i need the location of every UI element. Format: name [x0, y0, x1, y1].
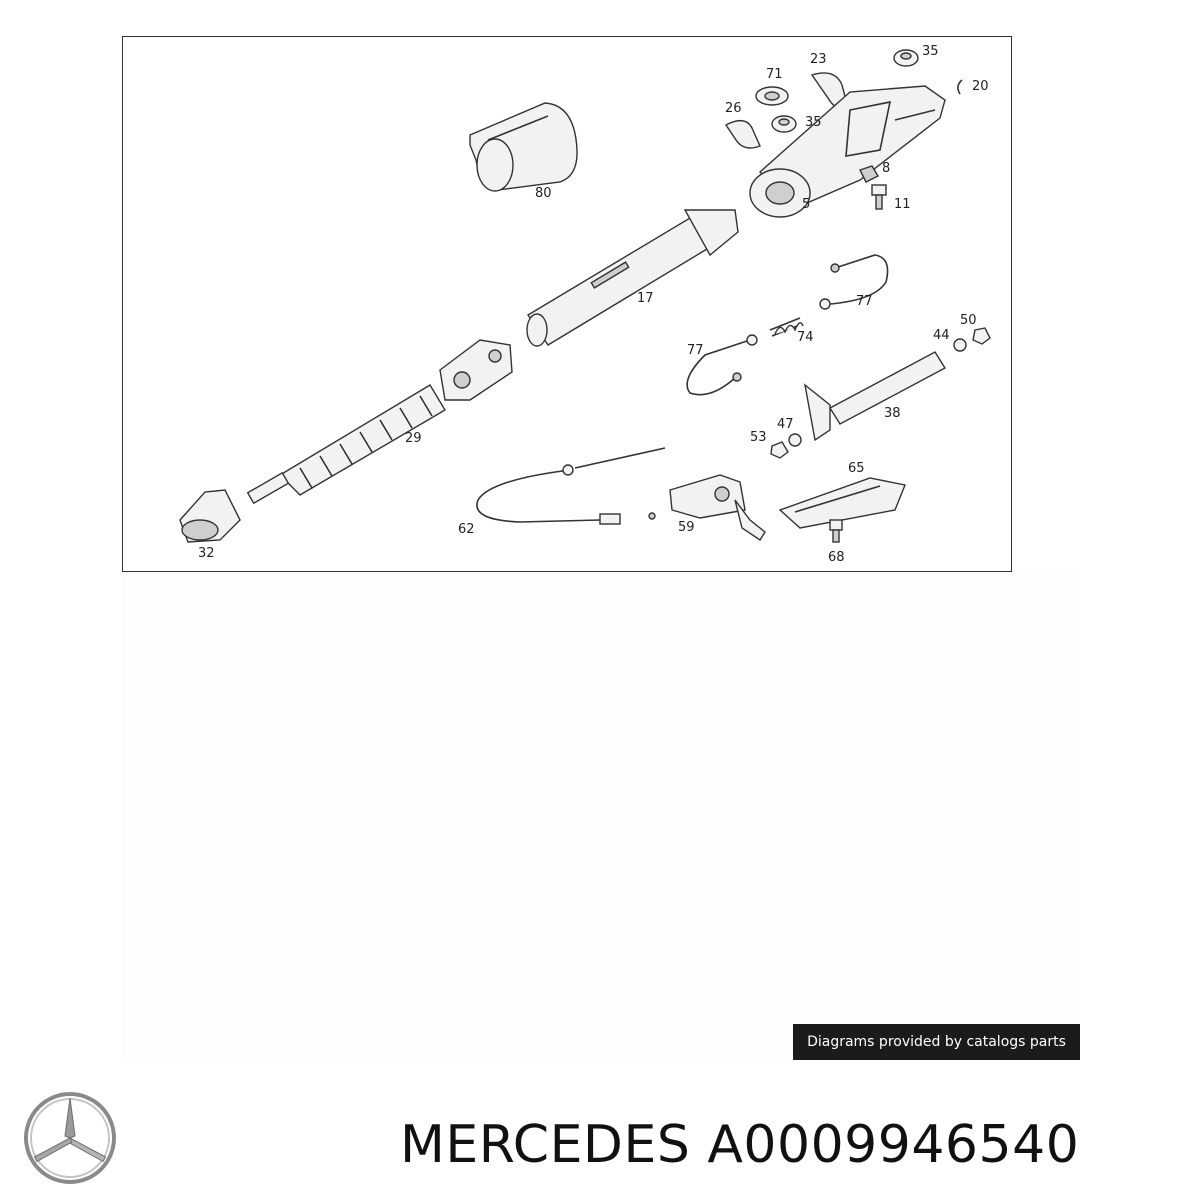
part-universal-joint: [439, 339, 513, 401]
part-50-nut: [972, 327, 991, 345]
part-17-steering-shaft: [526, 209, 739, 347]
part-71-bushing: [755, 86, 789, 106]
label-35-top: 35: [922, 44, 939, 59]
label-11: 11: [894, 197, 911, 212]
part-11-bolt: [871, 184, 887, 210]
label-23: 23: [810, 52, 827, 67]
label-68: 68: [828, 550, 845, 565]
label-38: 38: [884, 406, 901, 421]
diagram-backdrop: [122, 572, 1080, 1060]
part-29-bellows: [246, 384, 446, 505]
label-53: 53: [750, 430, 767, 445]
part-59-lever-assembly: [669, 474, 766, 541]
label-62: 62: [458, 522, 475, 537]
mercedes-star-icon: [24, 1092, 116, 1184]
label-8: 8: [882, 161, 890, 176]
part-35-grommet-top: [893, 49, 919, 67]
label-77-upper: 77: [856, 294, 873, 309]
label-71: 71: [766, 67, 783, 82]
label-29: 29: [405, 431, 422, 446]
label-47: 47: [777, 417, 794, 432]
label-59: 59: [678, 520, 695, 535]
part-68-screw: [829, 519, 843, 543]
part-53-nut: [770, 441, 789, 459]
part-65-bracket: [778, 477, 906, 529]
label-20: 20: [972, 79, 989, 94]
part-20-ring: [957, 79, 963, 95]
part-77-cable-lower: [686, 334, 758, 396]
label-26: 26: [725, 101, 742, 116]
part-77-cable-upper: [819, 254, 889, 310]
part-47-washer: [788, 433, 802, 447]
label-17: 17: [637, 291, 654, 306]
part-35-grommet-mid: [771, 115, 797, 133]
part-5-column-housing: [749, 85, 946, 218]
label-65: 65: [848, 461, 865, 476]
product-title: MERCEDES A0009946540: [400, 1115, 1080, 1175]
part-62-cable: [476, 447, 666, 525]
part-74-spring: [769, 317, 804, 337]
label-35-mid: 35: [805, 115, 822, 130]
label-80: 80: [535, 186, 552, 201]
label-74: 74: [797, 330, 814, 345]
label-5: 5: [802, 197, 810, 212]
part-8-nut: [859, 165, 879, 183]
part-32-boot: [179, 489, 241, 543]
part-26-clip: [724, 120, 761, 149]
label-50: 50: [960, 313, 977, 328]
label-77-lower: 77: [687, 343, 704, 358]
label-32: 32: [198, 546, 215, 561]
label-44: 44: [933, 328, 950, 343]
diagram-credit-banner: Diagrams provided by catalogs parts: [793, 1024, 1080, 1060]
part-44-washer: [953, 338, 967, 352]
part-38-damper: [803, 351, 946, 442]
part-80-sleeve: [469, 102, 578, 192]
